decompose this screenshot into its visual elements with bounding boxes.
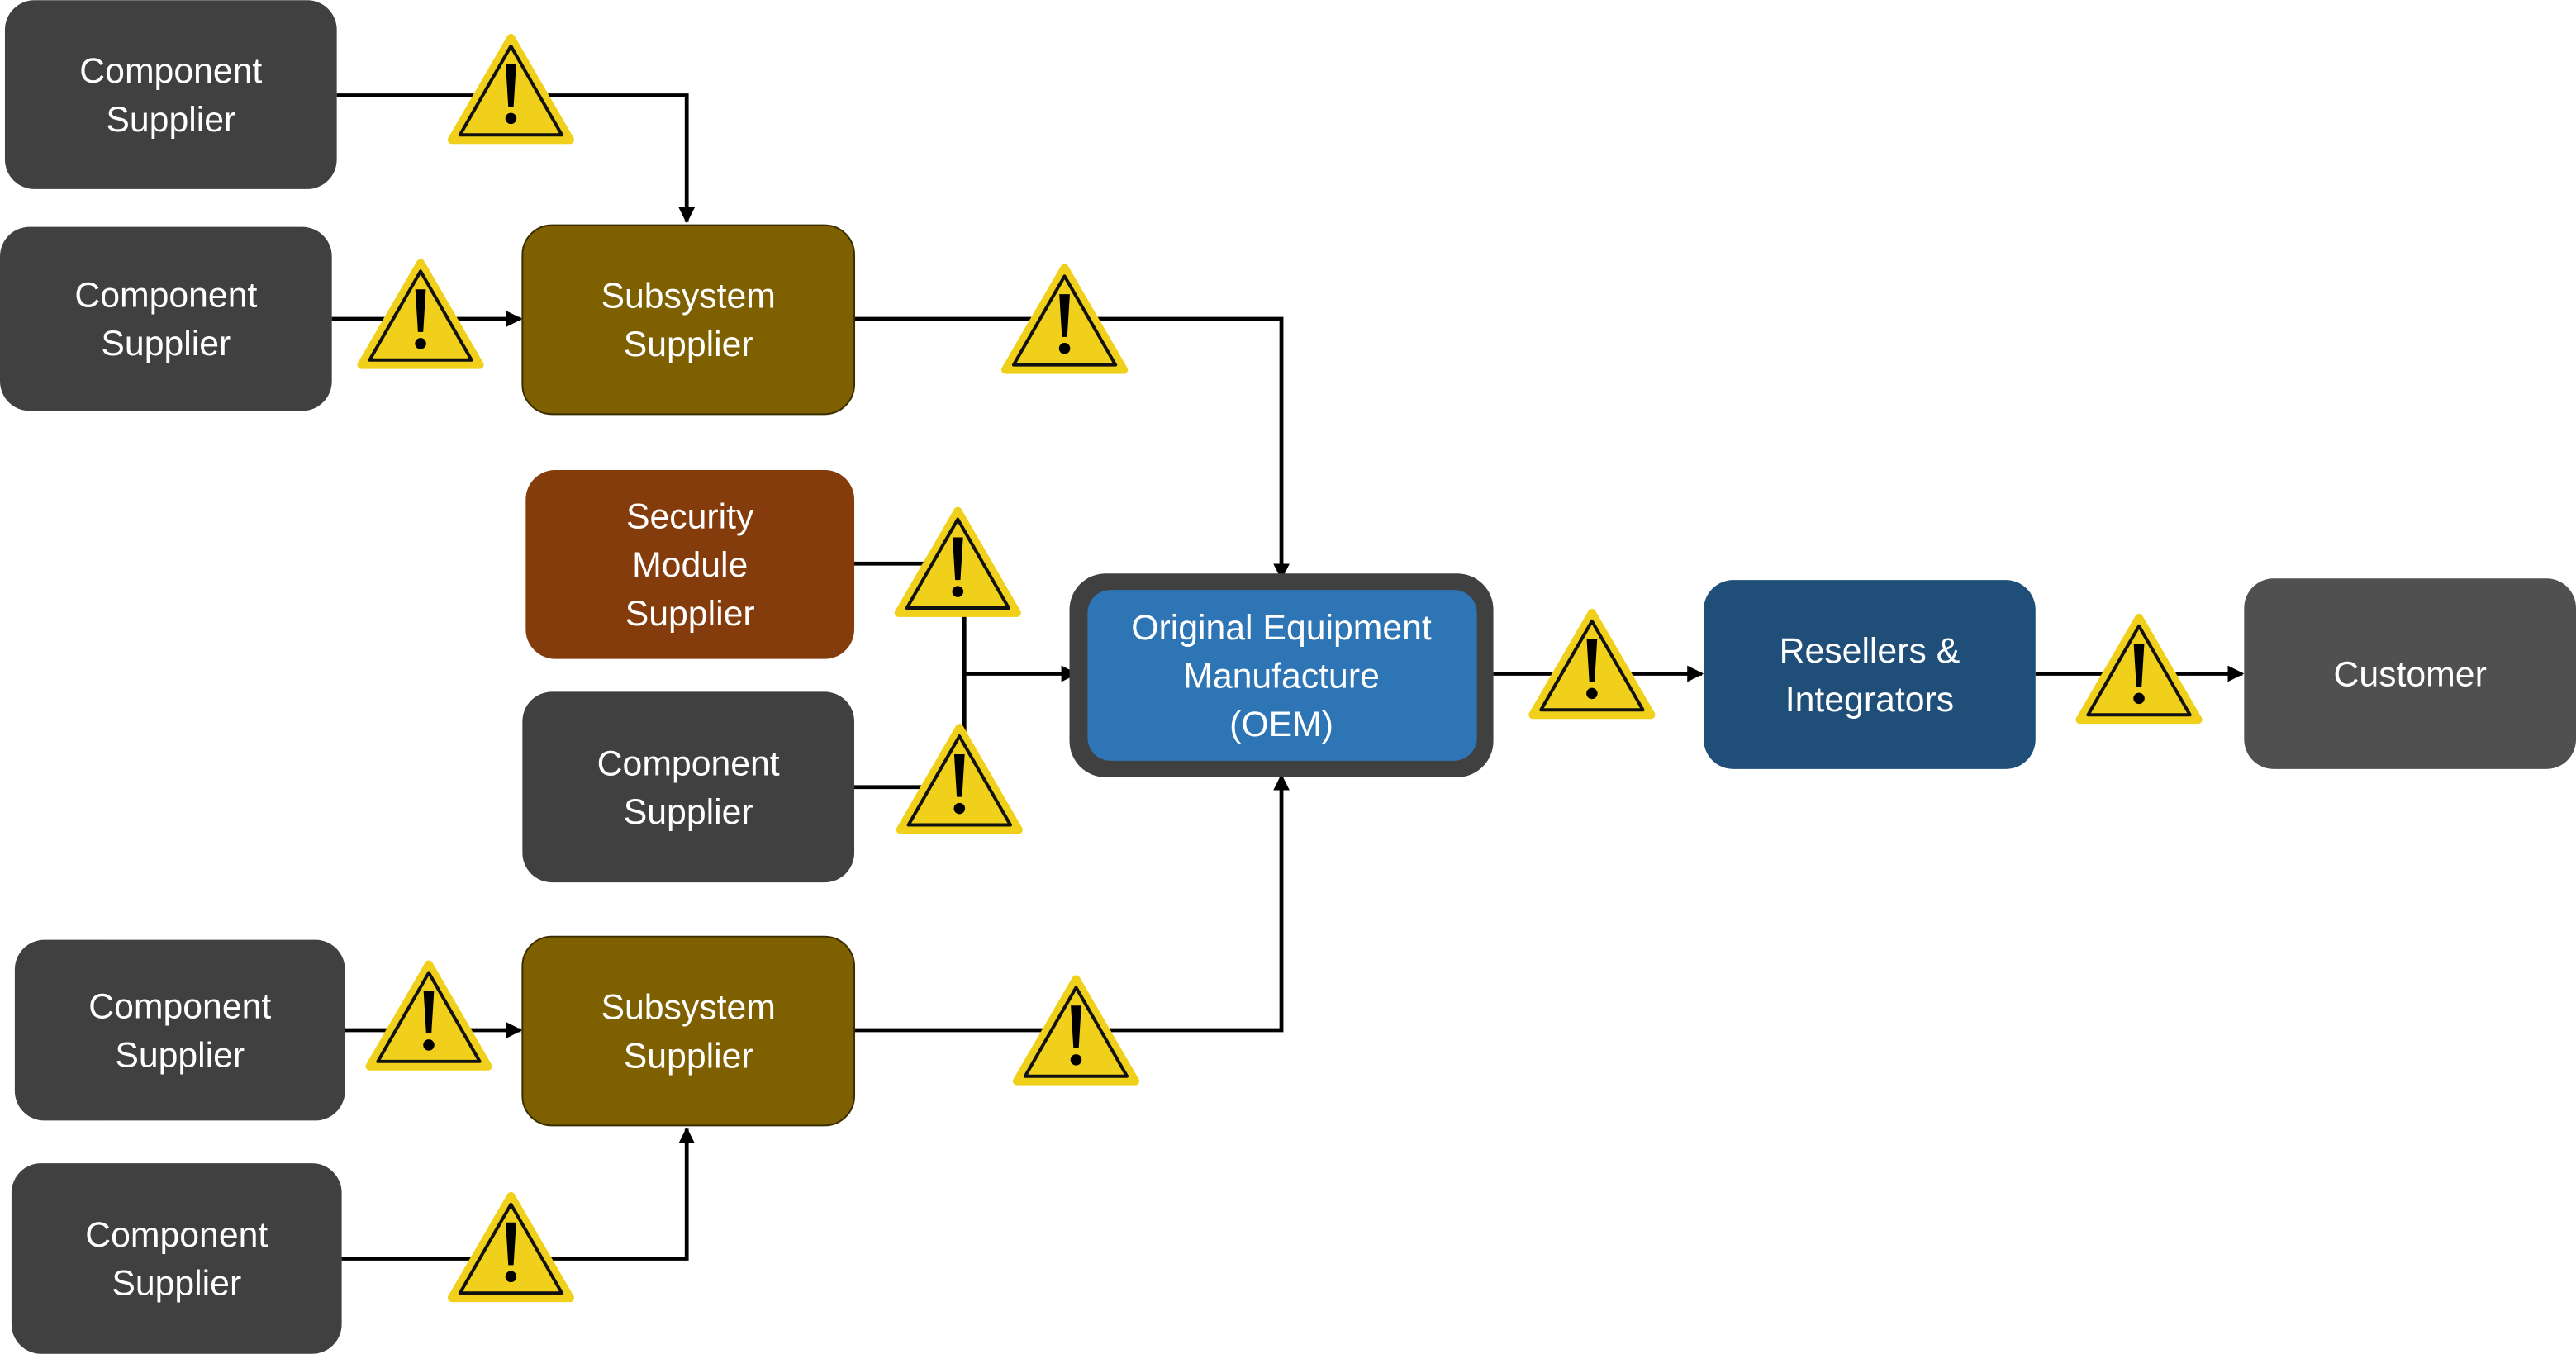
ss2-label: Subsystem xyxy=(601,988,775,1028)
res-label: Resellers & xyxy=(1780,631,1961,671)
warning-triangle-icon xyxy=(894,506,1021,617)
cs3-label: Supplier xyxy=(624,792,753,832)
ss1-box xyxy=(521,224,856,416)
cs1-label: Supplier xyxy=(106,100,235,140)
res-box xyxy=(1704,580,2036,769)
cs2-label: Supplier xyxy=(101,324,231,363)
cs5-label: Supplier xyxy=(112,1264,241,1304)
cs5-label: Component xyxy=(85,1215,268,1255)
cs2-label: Component xyxy=(74,276,257,316)
sec-label: Module xyxy=(632,545,748,585)
cs3-box xyxy=(522,691,855,883)
oem-label: Original Equipment xyxy=(1131,608,1432,648)
sec-label: Supplier xyxy=(625,594,755,634)
cs5-box xyxy=(11,1163,342,1354)
connector-arrow xyxy=(341,1127,696,1261)
node-cust: Customer xyxy=(2244,578,2576,769)
node-res: Resellers & Integrators xyxy=(1704,580,2036,769)
ss1-label: Supplier xyxy=(624,325,753,364)
sec-box xyxy=(525,469,855,659)
connector-arrow xyxy=(336,93,696,224)
cs1-box xyxy=(4,0,337,189)
oem-box xyxy=(1087,590,1477,761)
ss1-label: Subsystem xyxy=(601,277,775,316)
sec-label: Security xyxy=(626,497,754,537)
cs4-box xyxy=(14,939,345,1121)
cs3-label: Component xyxy=(597,744,780,783)
warning-triangle-icon xyxy=(1012,975,1140,1086)
cs4-label: Component xyxy=(88,987,271,1027)
warning-triangle-icon xyxy=(357,259,484,369)
warning-triangle-icon xyxy=(1528,608,1656,720)
ss2-label: Supplier xyxy=(624,1036,753,1076)
res-label: Integrators xyxy=(1785,680,1954,720)
oem-label: (OEM) xyxy=(1229,705,1333,744)
warning-triangle-icon xyxy=(1001,264,1129,374)
warning-triangle-icon xyxy=(365,960,492,1071)
connector-arrow xyxy=(854,773,1290,1033)
cs1-label: Component xyxy=(79,51,262,91)
ss2-box xyxy=(521,935,856,1127)
cs2-box xyxy=(0,226,332,411)
oem-label: Manufacture xyxy=(1183,656,1380,696)
warning-triangle-icon xyxy=(896,724,1023,834)
cust-box xyxy=(2244,578,2576,769)
cust-label: Customer xyxy=(2334,654,2487,694)
connector-arrow xyxy=(854,316,1290,581)
cs4-label: Supplier xyxy=(115,1035,245,1075)
warning-triangle-icon xyxy=(2075,613,2203,725)
warning-triangle-icon xyxy=(447,33,574,145)
warning-triangle-icon xyxy=(447,1191,574,1303)
